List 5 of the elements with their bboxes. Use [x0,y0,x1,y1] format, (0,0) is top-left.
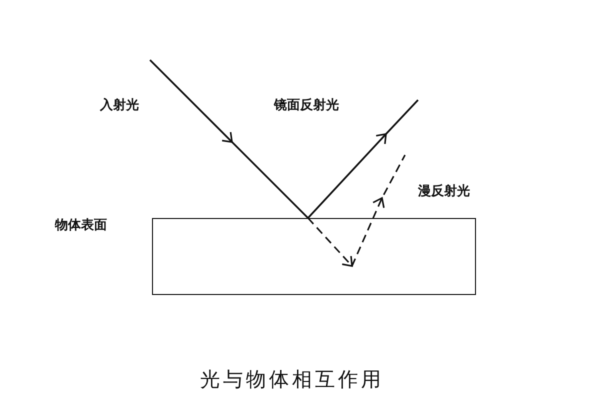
surface-label: 物体表面 [55,217,107,234]
ray-label: 漫反射光 [418,183,470,200]
caption: 光与物体相互作用 [200,366,384,393]
ray-label: 入射光 [100,96,139,114]
ray-label: 镜面反射光 [274,97,339,114]
